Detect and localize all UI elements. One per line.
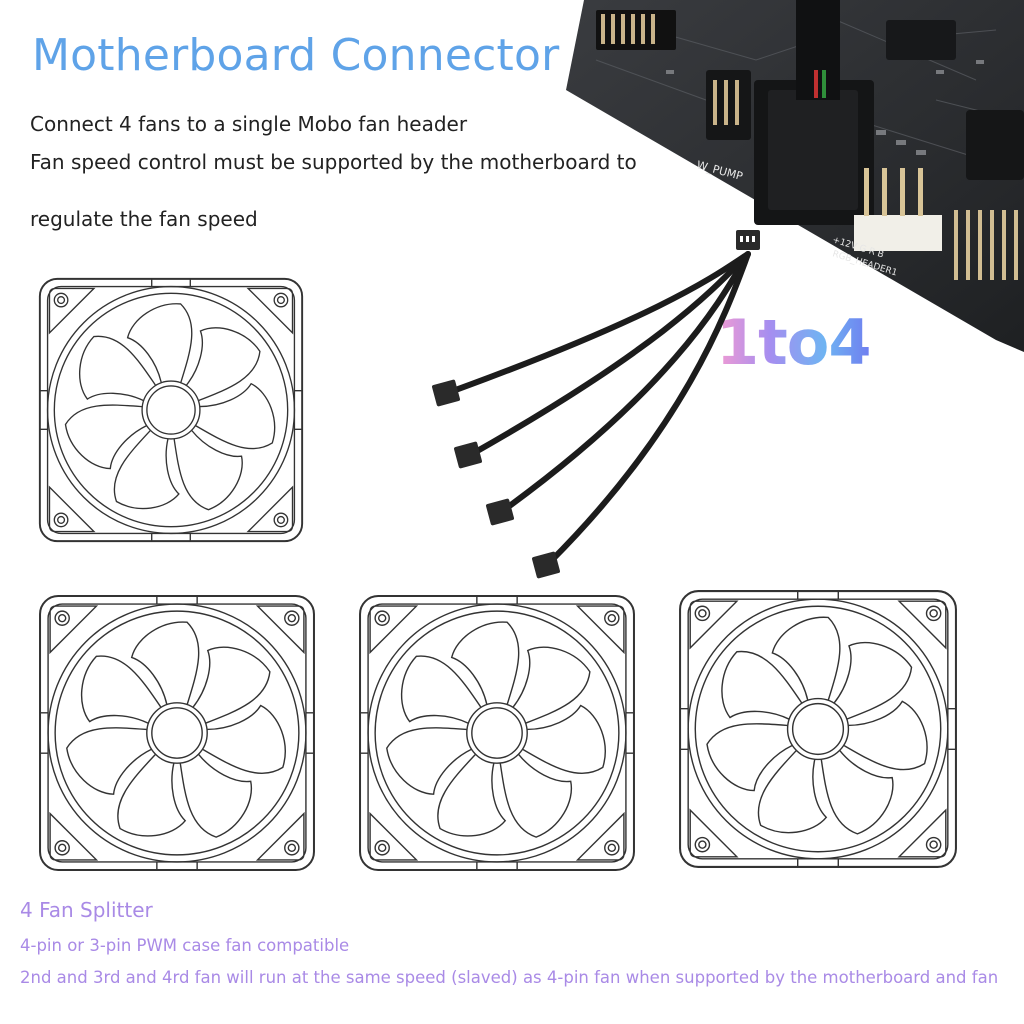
- description-line-2: Fan speed control must be supported by t…: [30, 150, 637, 174]
- splitter-cable-icon: [432, 230, 760, 579]
- page-title: Motherboard Connector: [32, 30, 560, 81]
- description-line-1: Connect 4 fans to a single Mobo fan head…: [30, 112, 468, 136]
- footer-heading: 4 Fan Splitter: [20, 898, 153, 922]
- footer-line-1: 4-pin or 3-pin PWM case fan compatible: [20, 936, 350, 955]
- one-to-four-badge: 1to4: [716, 306, 872, 379]
- footer-line-2: 2nd and 3rd and 4rd fan will run at the …: [20, 968, 999, 987]
- fan-icon: [36, 592, 318, 874]
- fan-icon: [36, 275, 306, 545]
- motherboard-photo: W_PUMP +12V G R B RGB_HEADER1: [566, 0, 1024, 352]
- fan-icon: [356, 592, 638, 874]
- description-line-3: regulate the fan speed: [30, 207, 258, 231]
- fan-icon: [676, 587, 960, 871]
